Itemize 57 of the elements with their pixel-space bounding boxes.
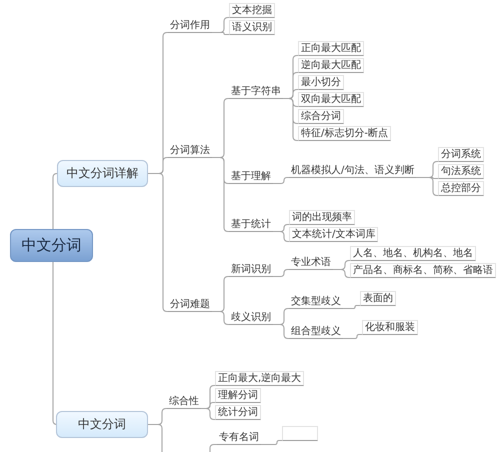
subtopic-label: 基于字符串 xyxy=(229,84,283,98)
subtopic-label: 组合型歧义 xyxy=(289,324,343,338)
subtopic-label: 专有名词 xyxy=(217,430,261,444)
leaf-label: 句法系统 xyxy=(438,164,484,178)
branch-line xyxy=(52,262,58,425)
leaf-label: 最小切分 xyxy=(298,74,344,90)
leaf-label: 表面的 xyxy=(360,290,396,306)
leaf-label: 统计分词 xyxy=(215,404,261,420)
branch-line xyxy=(212,311,230,325)
leaf-label: 文本挖掘 xyxy=(229,2,275,18)
branch-line xyxy=(148,173,168,312)
subtopic-label: 机器模拟人/句法、语义判断 xyxy=(289,164,416,178)
leaf-label: 逆向最大匹配 xyxy=(298,58,364,72)
leaf-label: 产品名、商标名、简称、省略语 xyxy=(350,262,496,278)
branch-line xyxy=(52,173,58,230)
leaf-label: 总控部分 xyxy=(438,180,484,196)
leaf-label: 综合分词 xyxy=(298,108,344,124)
branch-line xyxy=(342,305,360,309)
leaf-label: 正向最大,逆向最大 xyxy=(215,370,304,386)
subtopic-label: 新词识别 xyxy=(229,262,273,276)
leaf-label: 双向最大匹配 xyxy=(298,92,364,106)
leaf-label: 化妆和服装 xyxy=(362,320,418,334)
branch-line xyxy=(416,177,438,196)
leaf-label: 人名、地名、机构名、地名 xyxy=(350,246,476,260)
subtopic-label: 综合性 xyxy=(167,394,201,408)
branch-line xyxy=(260,440,282,445)
branch-line xyxy=(210,444,218,452)
subtopic-label: 专业术语 xyxy=(289,256,333,270)
branch-line xyxy=(272,269,290,277)
branch-line xyxy=(272,177,290,184)
empty-box xyxy=(282,426,318,440)
leaf-label: 理解分词 xyxy=(215,388,261,402)
branch-line xyxy=(272,231,290,242)
subtopic-label: 基于理解 xyxy=(229,170,273,184)
subtopic-label: 分词难题 xyxy=(168,298,212,312)
branch-line xyxy=(282,98,298,141)
subtopic-label: 基于统计 xyxy=(229,218,273,232)
topic-box: 中文分词详解 xyxy=(57,160,148,187)
subtopic-label: 分词作用 xyxy=(168,18,212,32)
subtopic-label: 分词算法 xyxy=(168,144,212,158)
leaf-label: 特征/标志切分-断点 xyxy=(298,126,391,140)
leaf-label: 文本统计/文本词库 xyxy=(289,226,378,242)
branch-line xyxy=(342,334,362,339)
branch-line xyxy=(272,324,290,339)
branch-line xyxy=(200,408,216,420)
branch-line xyxy=(332,269,350,278)
topic-box: 中文分词 xyxy=(56,411,148,438)
leaf-label: 语义识别 xyxy=(229,20,275,34)
subtopic-label: 歧义识别 xyxy=(229,310,273,324)
subtopic-label: 交集型歧义 xyxy=(289,294,343,308)
branch-line xyxy=(148,424,162,452)
central-topic-box: 中文分词 xyxy=(10,229,93,262)
branch-line xyxy=(212,32,230,35)
leaf-label: 词的出现频率 xyxy=(289,210,355,224)
branch-line xyxy=(212,157,230,232)
leaf-label: 分词系统 xyxy=(438,146,484,162)
leaf-label: 正向最大匹配 xyxy=(298,40,364,56)
